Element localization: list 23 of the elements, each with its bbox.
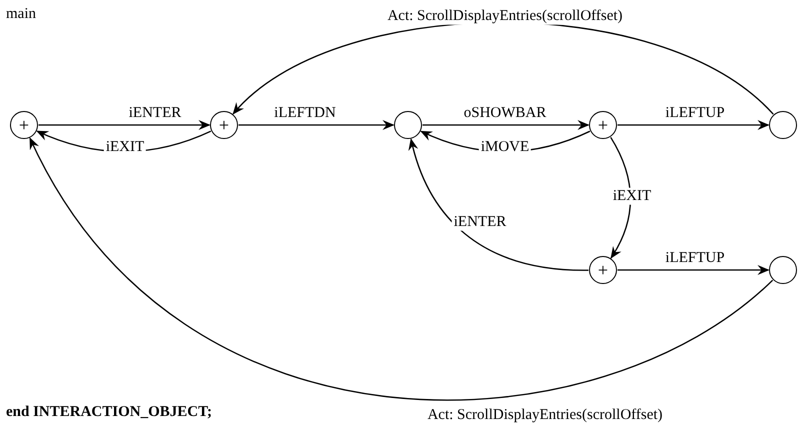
transition-arrow (238, 120, 394, 130)
empty-state-circle (769, 111, 797, 139)
transition-arrow (29, 137, 774, 400)
empty-state-circle (769, 256, 797, 284)
edge-label: iMOVE (478, 138, 532, 156)
edge-label: iEXIT (104, 138, 146, 156)
section-heading: main (6, 6, 36, 23)
transition-arrow (422, 120, 590, 130)
state-circle: + (210, 111, 238, 139)
transition-arrow (618, 120, 770, 130)
edge-label: iEXIT (610, 188, 654, 204)
edge-label: iENTER (452, 214, 508, 230)
state-circle: + (10, 111, 38, 139)
edge-label: Act: ScrollDisplayEntries(scrollOffset) (425, 406, 665, 424)
edge-label: Act: ScrollDisplayEntries(scrollOffset) (385, 8, 625, 24)
state-circle: + (589, 256, 617, 284)
transition-arrow (618, 265, 770, 275)
transition-arrow (610, 136, 632, 259)
empty-state-circle (394, 111, 422, 139)
state-circle: + (589, 111, 617, 139)
transition-arrow (408, 138, 589, 271)
transition-arrow (38, 120, 210, 130)
end-statement: end INTERACTION_OBJECT; (6, 404, 212, 421)
